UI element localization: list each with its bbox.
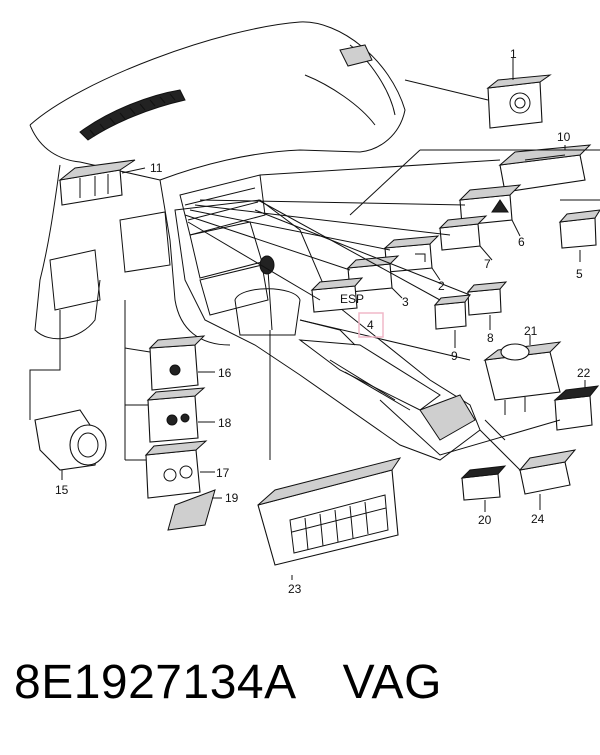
callout-4: 4 (367, 318, 374, 332)
svg-text:ESP: ESP (340, 292, 364, 306)
part-4-esp-switch: ESP (310, 277, 364, 313)
left-panels (49, 211, 171, 311)
callout-2: 2 (438, 279, 445, 293)
part-10-panel (498, 144, 592, 193)
callout-18: 18 (218, 416, 232, 430)
callout-21: 21 (524, 324, 538, 338)
callout-15: 15 (55, 483, 69, 497)
callout-16: 16 (218, 366, 232, 380)
leader-lines (29, 149, 600, 461)
parts-diagram: ESP (29, 21, 600, 596)
part-22-switch (553, 380, 600, 431)
part-8-switch (466, 281, 508, 330)
callout-9: 9 (451, 349, 458, 363)
part-11-module (58, 159, 146, 206)
callout-11: 11 (150, 161, 163, 175)
part-24-switch (479, 429, 577, 510)
highlight-box (358, 312, 384, 338)
part-20-switch (460, 465, 507, 512)
callout-6: 6 (518, 235, 525, 249)
part-7-switch (438, 215, 493, 261)
part-17-panel (144, 440, 215, 499)
callout-17: 17 (216, 466, 230, 480)
callout-20: 20 (478, 513, 492, 527)
callout-19: 19 (225, 491, 239, 505)
callout-10: 10 (557, 130, 571, 144)
callout-3: 3 (402, 295, 409, 309)
callout-5: 5 (576, 267, 583, 281)
callout-22: 22 (577, 366, 591, 380)
callout-7: 7 (484, 257, 491, 271)
part-9-switch (433, 294, 472, 348)
callout-8: 8 (487, 331, 494, 345)
part-1-switch (404, 58, 552, 129)
dashboard-outline (29, 21, 406, 346)
part-number: 8E1927134A (14, 656, 297, 709)
caption: 8E1927134A VAG (14, 655, 442, 710)
callout-24: 24 (531, 512, 545, 526)
part-18-panel (146, 387, 215, 443)
part-21-mirror-switch (483, 335, 562, 415)
callout-1: 1 (510, 47, 517, 61)
callout-23: 23 (288, 582, 302, 596)
callout-labels: 1 2 3 4 5 6 7 8 9 10 11 15 16 17 18 19 2… (55, 47, 591, 596)
part-5-switch (558, 209, 600, 262)
part-19-plate (167, 489, 222, 531)
brand-label: VAG (342, 656, 442, 709)
center-console (174, 199, 481, 461)
part-15-ignition (34, 409, 107, 480)
part-16-panel (148, 335, 215, 391)
part-23-climate-unit (257, 457, 402, 580)
